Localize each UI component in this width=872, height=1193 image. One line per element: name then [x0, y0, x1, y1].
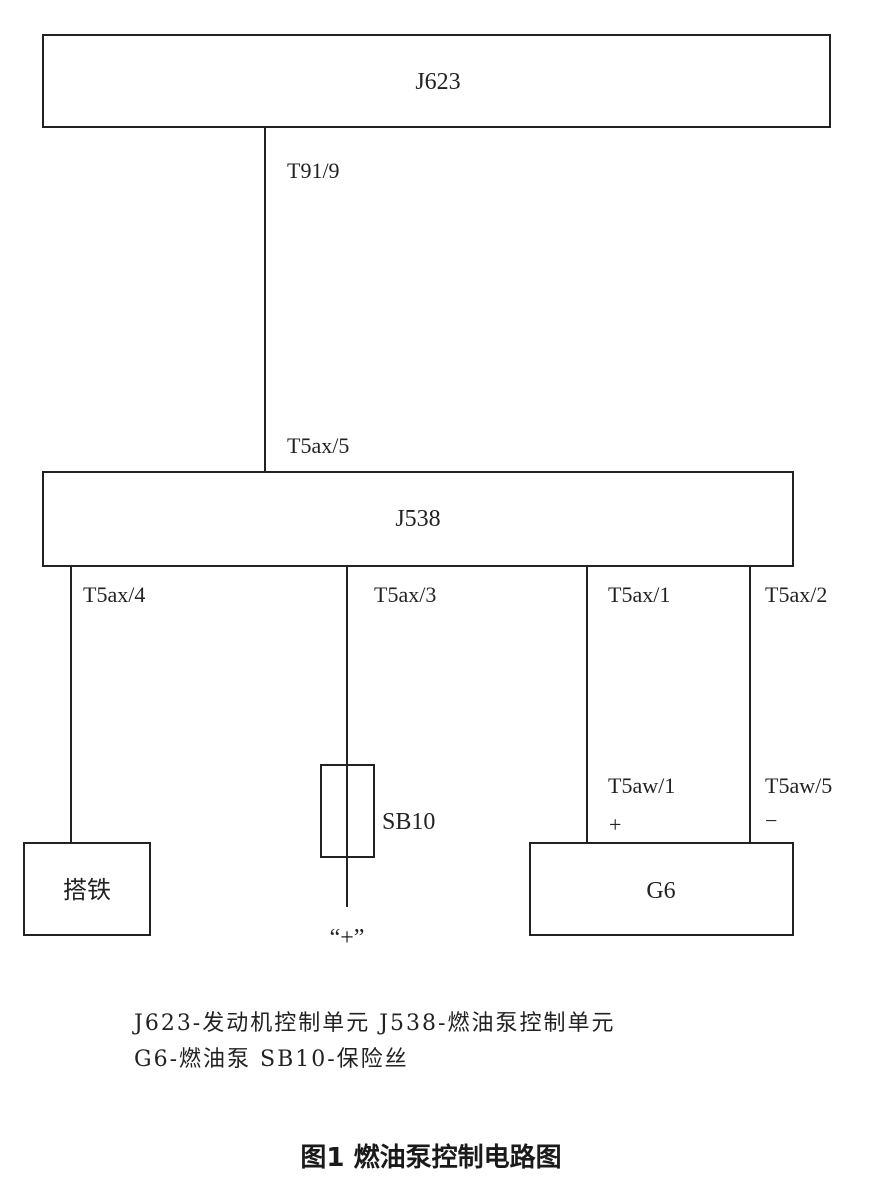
pin-label-t5aw-1: T5aw/1 [608, 773, 675, 798]
g6-block: G6 [529, 842, 794, 936]
pin-label-t5ax-3: T5ax/3 [374, 582, 436, 607]
polarity-plus: + [609, 812, 621, 837]
fuse-label: SB10 [382, 809, 435, 835]
pin-label-t5ax-2: T5ax/2 [765, 582, 827, 607]
pin-label-t5ax-5: T5ax/5 [287, 433, 349, 458]
polarity-minus: − [765, 808, 777, 833]
supply-label: “+” [330, 925, 365, 951]
legend-line-2: G6-燃油泵 SB10-保险丝 [134, 1047, 409, 1072]
legend-line-1: J623-发动机控制单元 J538-燃油泵控制单元 [132, 1011, 615, 1036]
ground-label: 搭铁 [63, 877, 111, 904]
pin-label-t5ax-1: T5ax/1 [608, 582, 670, 607]
figure-caption: 图1 燃油泵控制电路图 [300, 1142, 561, 1173]
pin-label-t5ax-4: T5ax/4 [83, 582, 145, 607]
j623-label: J623 [415, 69, 460, 95]
ground-block: 搭铁 [23, 842, 151, 936]
j538-block: J538 [42, 471, 794, 567]
pin-label-t91-9: T91/9 [287, 158, 340, 183]
fuse-sb10: SB10 [320, 764, 435, 858]
j623-block: J623 [42, 34, 831, 128]
j538-label: J538 [395, 506, 440, 532]
g6-label: G6 [646, 878, 675, 904]
pin-label-t5aw-5: T5aw/5 [765, 773, 832, 798]
